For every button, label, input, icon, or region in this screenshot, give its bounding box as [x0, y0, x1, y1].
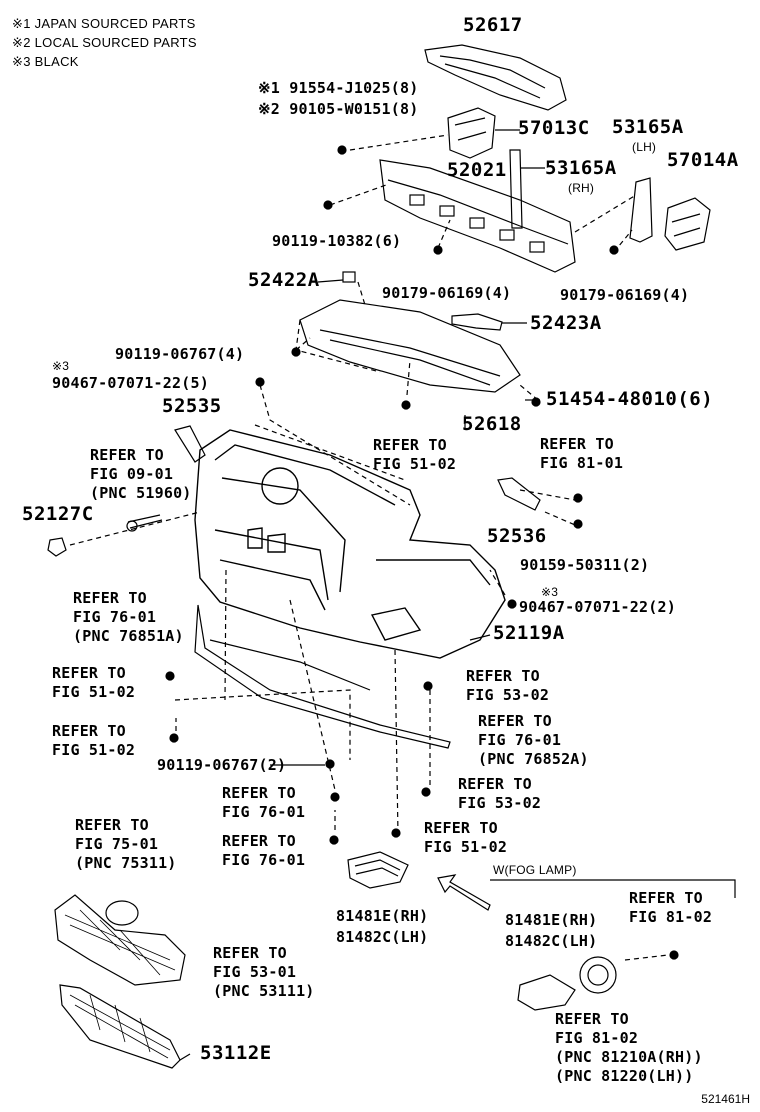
part-52423a[interactable]: 52423A: [530, 312, 602, 334]
bumper-cover-52119a: [194, 429, 506, 659]
cap-52127c: [47, 514, 163, 557]
part-57013c[interactable]: 57013C: [518, 117, 590, 139]
part-90119-06767-b[interactable]: 90119-06767(2): [157, 756, 287, 774]
illustration-code: 521461H: [701, 1092, 750, 1106]
bracket-52423a: [451, 313, 503, 331]
radiator-grille: [54, 894, 186, 986]
part-53165a-rh[interactable]: 53165A: [545, 157, 617, 179]
legend-notes: ※1 JAPAN SOURCED PARTS ※2 LOCAL SOURCED …: [12, 14, 197, 71]
part-52422a[interactable]: 52422A: [248, 269, 320, 291]
part-52119a[interactable]: 52119A: [493, 622, 565, 644]
part-52536[interactable]: 52536: [487, 525, 547, 547]
arrow: [437, 874, 491, 911]
part-53112e[interactable]: 53112E: [200, 1042, 272, 1064]
part-90119-10382[interactable]: 90119-10382(6): [272, 232, 402, 250]
note-1: ※1 JAPAN SOURCED PARTS: [12, 16, 196, 31]
lower-molding: [194, 604, 451, 749]
part-90179-06169-a[interactable]: 90179-06169(4): [382, 284, 512, 302]
note-2: ※2 LOCAL SOURCED PARTS: [12, 35, 197, 50]
part-52021[interactable]: 52021: [447, 159, 507, 181]
upper-bracket-52617: [424, 44, 567, 111]
part-51454-48010[interactable]: 51454-48010(6): [546, 388, 714, 410]
note-mark-3a: ※3: [52, 359, 70, 373]
fog-lamp-variant-label: W(FOG LAMP): [493, 863, 577, 877]
part-52618[interactable]: 52618: [462, 413, 522, 435]
part-52617[interactable]: 52617: [463, 14, 523, 36]
bracket-52535: [174, 425, 206, 463]
bracket-52536: [497, 477, 541, 511]
lh-tag: (LH): [632, 140, 657, 154]
part-53165a-lh[interactable]: 53165A: [612, 116, 684, 138]
retainer-57013c: [447, 107, 496, 159]
fog-cover-rh: [347, 851, 409, 889]
part-81482c-lh-a[interactable]: 81482C(LH): [336, 928, 429, 946]
note-3: ※3 BLACK: [12, 54, 79, 69]
part-52535[interactable]: 52535: [162, 395, 222, 417]
part-81481e-rh-b[interactable]: 81481E(RH): [505, 911, 598, 929]
part-90179-06169-b[interactable]: 90179-06169(4): [560, 286, 690, 304]
reinforcement-52021: [379, 159, 576, 273]
part-90467-07071-22-b[interactable]: 90467-07071-22(2): [519, 598, 676, 616]
part-90105-w0151[interactable]: ※2 90105-W0151(8): [258, 100, 419, 118]
part-90467-07071-22-a[interactable]: 90467-07071-22(5): [52, 374, 209, 392]
retainer-57014a: [664, 197, 711, 251]
undercover-52618: [299, 299, 521, 393]
fog-cover-with-lamp: [517, 956, 617, 1011]
clip-52422a: [342, 271, 356, 283]
rh-tag: (RH): [568, 181, 595, 195]
bracket-53165a-lh: [629, 177, 653, 243]
note-mark-3b: ※3: [541, 585, 559, 599]
lower-grille-53112e: [59, 984, 181, 1069]
bracket-53165a-rh: [509, 149, 523, 229]
part-81481e-rh-a[interactable]: 81481E(RH): [336, 907, 429, 925]
part-81482c-lh-b[interactable]: 81482C(LH): [505, 932, 598, 950]
part-90159-50311[interactable]: 90159-50311(2): [520, 556, 650, 574]
part-52127c[interactable]: 52127C: [22, 503, 94, 525]
part-91554-j1025[interactable]: ※1 91554-J1025(8): [258, 79, 419, 97]
part-90119-06767-a[interactable]: 90119-06767(4): [115, 345, 245, 363]
part-57014a[interactable]: 57014A: [667, 149, 739, 171]
